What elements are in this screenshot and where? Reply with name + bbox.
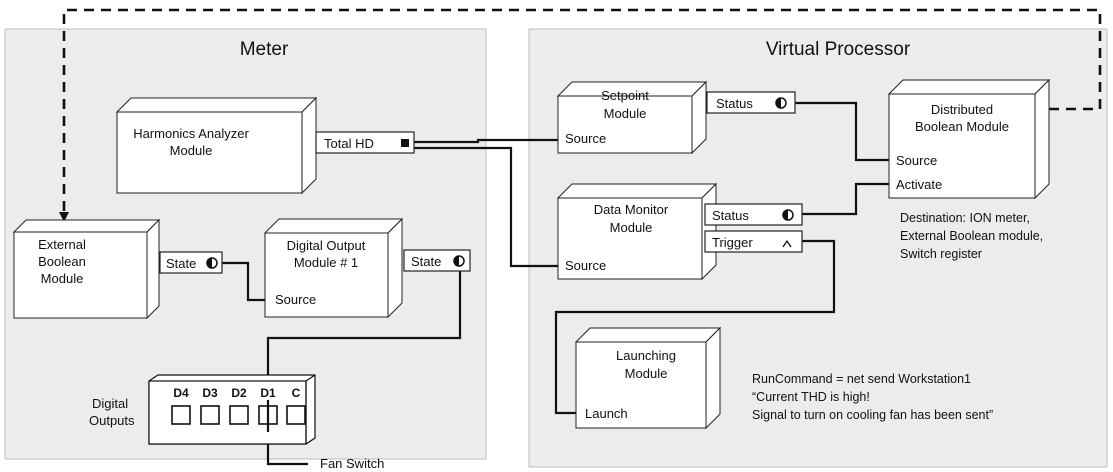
digital-output-state-label: State <box>411 254 441 269</box>
setpoint-source-label: Source <box>565 131 606 146</box>
channel-terminal-d2[interactable] <box>229 405 249 425</box>
setpoint-status-port[interactable]: Status <box>706 91 796 114</box>
harmonics-analyzer-module: Harmonics Analyzer Module <box>115 96 318 195</box>
external-boolean-label-3: Module <box>41 271 84 286</box>
channel-terminal-d3[interactable] <box>200 405 220 425</box>
data-monitor-status-port[interactable]: Status <box>704 203 803 226</box>
setpoint-label-1: Setpoint <box>601 88 649 103</box>
external-boolean-module: External Boolean Module <box>12 218 161 320</box>
wire-state-to-source <box>219 261 265 302</box>
harmonics-label-1: Harmonics Analyzer <box>133 126 249 141</box>
run-command-line-3: Signal to turn on cooling fan has been s… <box>752 408 993 422</box>
half-circle-icon <box>775 97 787 109</box>
data-monitor-label-1: Data Monitor <box>594 202 669 217</box>
data-monitor-source-label: Source <box>565 258 606 273</box>
data-monitor-module: Data Monitor Module Source <box>556 182 718 281</box>
digital-output-module: Digital Output Module # 1 Source <box>263 217 404 319</box>
total-hd-label: Total HD <box>324 136 374 151</box>
harmonics-label-2: Module <box>170 143 213 158</box>
half-circle-icon <box>453 255 465 267</box>
data-monitor-trigger-port[interactable]: Trigger <box>704 230 803 253</box>
data-monitor-status-label: Status <box>712 208 749 223</box>
channel-label-d1: D1 <box>260 386 276 400</box>
destination-line-1: Destination: ION meter, <box>900 211 1030 225</box>
setpoint-module: Setpoint Module Source <box>556 80 708 155</box>
wire-monitor-status-to-activate <box>802 182 889 216</box>
run-command-note: RunCommand = net send Workstation1 “Curr… <box>752 372 993 422</box>
channel-label-d2: D2 <box>231 386 247 400</box>
total-hd-port[interactable]: Total HD <box>315 131 415 154</box>
digital-output-label-1: Digital Output <box>287 238 366 253</box>
digital-outputs-label-1: Digital <box>92 396 128 411</box>
wire-trigger-to-launch <box>554 239 836 415</box>
setpoint-status-label: Status <box>716 96 753 111</box>
external-boolean-label-1: External <box>38 237 86 252</box>
data-monitor-trigger-label: Trigger <box>712 235 753 250</box>
filled-square-icon <box>401 139 409 147</box>
launching-launch-label: Launch <box>585 406 628 421</box>
external-boolean-label-2: Boolean <box>38 254 86 269</box>
launching-label-2: Module <box>625 366 668 381</box>
digital-outputs-label-2: Outputs <box>89 413 135 428</box>
digital-output-label-2: Module # 1 <box>294 255 358 270</box>
destination-note: Destination: ION meter, External Boolean… <box>900 211 1043 261</box>
digital-output-source-label: Source <box>275 292 316 307</box>
wire-thd-to-setpoint <box>414 138 558 144</box>
launching-label-1: Launching <box>616 348 676 363</box>
wire-setpoint-status-to-source <box>795 101 889 162</box>
run-command-line-2: “Current THD is high! <box>752 390 870 404</box>
destination-line-2: External Boolean module, <box>900 229 1043 243</box>
half-circle-icon <box>782 209 794 221</box>
launching-module: Launching Module Launch <box>574 326 722 430</box>
run-command-line-1: RunCommand = net send Workstation1 <box>752 372 971 386</box>
setpoint-label-2: Module <box>604 106 647 121</box>
half-circle-icon <box>206 257 218 269</box>
distributed-source-label: Source <box>896 153 937 168</box>
distributed-boolean-label-2: Boolean Module <box>915 119 1009 134</box>
distributed-boolean-module: Distributed Boolean Module Source Activa… <box>887 78 1051 200</box>
channel-label-c: C <box>292 386 301 400</box>
digital-outputs-panel: Digital Outputs D4 D3 D2 D1 C <box>89 374 316 445</box>
feedback-dashed-line <box>59 8 1102 222</box>
channel-label-d3: D3 <box>202 386 218 400</box>
channel-label-d4: D4 <box>173 386 189 400</box>
external-boolean-state-label: State <box>166 256 196 271</box>
external-boolean-state-port[interactable]: State <box>159 251 223 274</box>
channel-terminal-c[interactable] <box>286 405 306 425</box>
distributed-boolean-label-1: Distributed <box>931 102 993 117</box>
wire-thd-to-datamonitor <box>414 146 558 268</box>
distributed-activate-label: Activate <box>896 177 942 192</box>
pulse-icon <box>782 239 792 248</box>
wire-state-to-d1-fan <box>266 266 462 466</box>
fan-switch-label: Fan Switch <box>320 456 384 471</box>
virtual-processor-title: Virtual Processor <box>766 39 911 60</box>
meter-title: Meter <box>240 39 289 60</box>
data-monitor-label-2: Module <box>610 220 653 235</box>
destination-line-3: Switch register <box>900 247 982 261</box>
channel-terminal-d4[interactable] <box>171 405 191 425</box>
digital-output-state-port[interactable]: State <box>403 249 471 272</box>
